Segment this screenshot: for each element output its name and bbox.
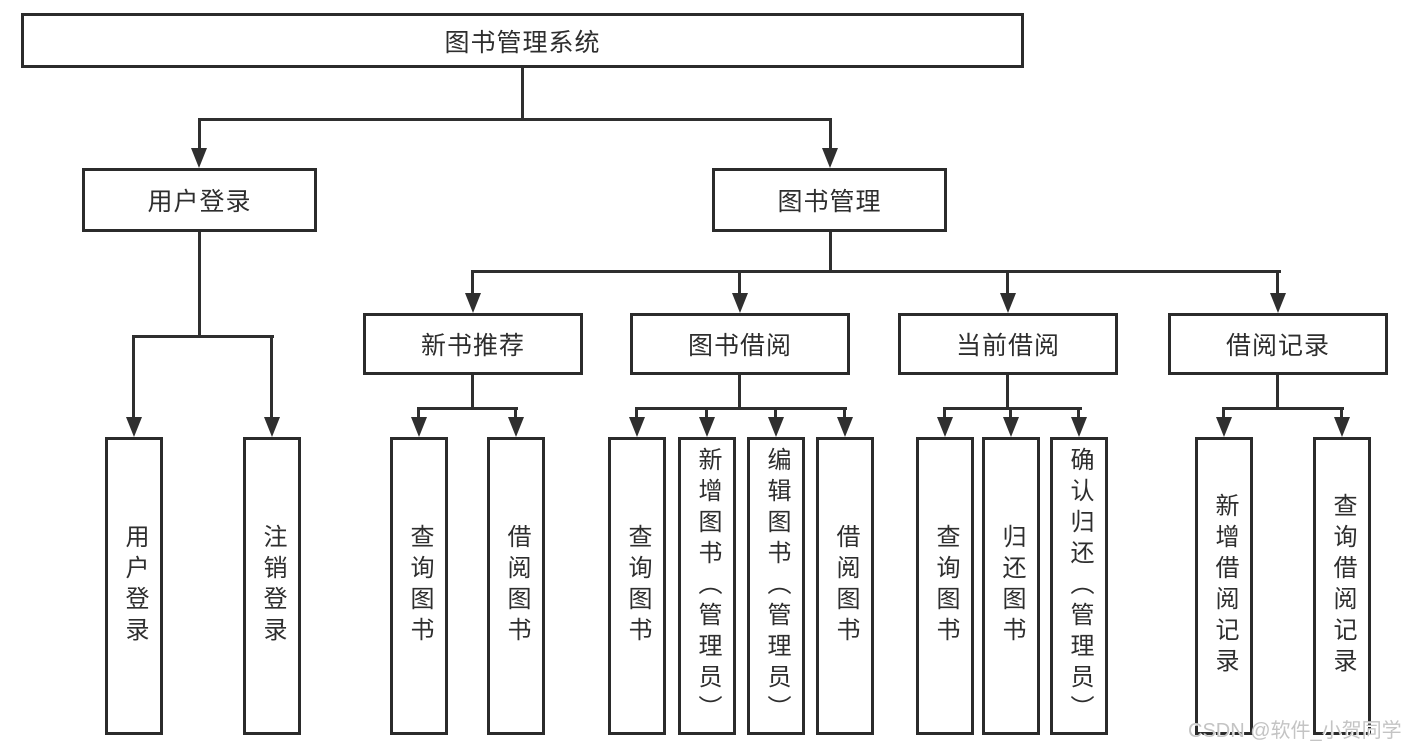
connector-drop bbox=[1077, 407, 1080, 421]
connector-drop bbox=[270, 335, 273, 419]
node-current-borrowing: 当前借阅 bbox=[898, 313, 1118, 375]
leaf-borrow-query-books: 查询图书 bbox=[608, 437, 666, 735]
arrowhead bbox=[699, 417, 715, 437]
arrowhead bbox=[732, 293, 748, 313]
arrowhead bbox=[1270, 293, 1286, 313]
leaf-label: 归还图书 bbox=[998, 524, 1025, 648]
connector-borrow-bus bbox=[635, 407, 847, 410]
leaf-label: 查询借阅记录 bbox=[1329, 493, 1356, 679]
connector-recommend-trunk bbox=[471, 375, 474, 410]
connector-drop bbox=[1006, 270, 1009, 295]
leaf-user-login: 用户登录 bbox=[105, 437, 163, 735]
leaf-label: 查询图书 bbox=[932, 524, 959, 648]
connector-drop bbox=[774, 407, 777, 421]
leaf-current-query-books: 查询图书 bbox=[916, 437, 974, 735]
node-label: 图书管理 bbox=[777, 188, 882, 216]
arrowhead bbox=[126, 417, 142, 437]
connector-current-trunk bbox=[1006, 375, 1009, 410]
connector-records-bus bbox=[1222, 407, 1344, 410]
connector-drop bbox=[1276, 270, 1279, 295]
connector-login-bus bbox=[133, 335, 274, 338]
connector-drop bbox=[471, 270, 474, 295]
connector-drop bbox=[843, 407, 846, 421]
node-borrowing-records: 借阅记录 bbox=[1168, 313, 1388, 375]
arrowhead bbox=[465, 293, 481, 313]
connector-drop bbox=[514, 407, 517, 421]
connector-drop bbox=[1340, 407, 1343, 421]
leaf-recommend-query-books: 查询图书 bbox=[390, 437, 448, 735]
connector-drop bbox=[1009, 407, 1012, 421]
connector-borrow-trunk bbox=[738, 375, 741, 410]
arrowhead bbox=[191, 148, 207, 168]
connector-drop bbox=[705, 407, 708, 421]
leaf-label: 用户登录 bbox=[121, 524, 148, 648]
connector-drop bbox=[635, 407, 638, 421]
node-label: 借阅记录 bbox=[1225, 332, 1330, 360]
connector-drop bbox=[829, 118, 832, 150]
connector-recommend-bus bbox=[417, 407, 518, 410]
node-new-book-recommendation: 新书推荐 bbox=[363, 313, 583, 375]
arrowhead bbox=[411, 417, 427, 437]
csdn-watermark: CSDN @软件_小贺同学 bbox=[1188, 720, 1402, 742]
arrowhead bbox=[837, 417, 853, 437]
arrowhead bbox=[937, 417, 953, 437]
leaf-recommend-borrow-books: 借阅图书 bbox=[487, 437, 545, 735]
connector-login-trunk bbox=[198, 232, 201, 335]
connector-root-trunk bbox=[521, 68, 524, 118]
arrowhead bbox=[1071, 417, 1087, 437]
leaf-borrow-edit-books-admin: 编辑图书（管理员） bbox=[747, 437, 805, 735]
arrowhead bbox=[508, 417, 524, 437]
leaf-label: 借阅图书 bbox=[503, 524, 530, 648]
leaf-borrow-add-books-admin: 新增图书（管理员） bbox=[678, 437, 736, 735]
leaf-records-query-record: 查询借阅记录 bbox=[1313, 437, 1371, 735]
node-label: 新书推荐 bbox=[420, 332, 525, 360]
arrowhead bbox=[1334, 417, 1350, 437]
leaf-borrow-borrow-books: 借阅图书 bbox=[816, 437, 874, 735]
leaf-label: 注销登录 bbox=[259, 524, 286, 648]
connector-level2-bus bbox=[198, 118, 832, 121]
leaf-label: 新增借阅记录 bbox=[1211, 493, 1238, 679]
leaf-logout: 注销登录 bbox=[243, 437, 301, 735]
node-label: 当前借阅 bbox=[955, 332, 1060, 360]
connector-drop bbox=[1222, 407, 1225, 421]
connector-drop bbox=[417, 407, 420, 421]
leaf-label: 编辑图书（管理员） bbox=[763, 446, 790, 726]
node-user-login: 用户登录 bbox=[82, 168, 317, 232]
connector-drop bbox=[943, 407, 946, 421]
node-book-management: 图书管理 bbox=[712, 168, 947, 232]
leaf-label: 新增图书（管理员） bbox=[694, 446, 721, 726]
leaf-label: 查询图书 bbox=[406, 524, 433, 648]
connector-drop bbox=[132, 335, 135, 419]
leaf-current-confirm-return-admin: 确认归还（管理员） bbox=[1050, 437, 1108, 735]
arrowhead bbox=[264, 417, 280, 437]
arrowhead bbox=[768, 417, 784, 437]
arrowhead bbox=[629, 417, 645, 437]
connector-current-bus bbox=[943, 407, 1082, 410]
connector-drop bbox=[198, 118, 201, 150]
node-label: 图书借阅 bbox=[687, 332, 792, 360]
leaf-current-return-books: 归还图书 bbox=[982, 437, 1040, 735]
connector-drop bbox=[738, 270, 741, 295]
node-book-borrowing: 图书借阅 bbox=[630, 313, 850, 375]
leaf-label: 借阅图书 bbox=[832, 524, 859, 648]
arrowhead bbox=[822, 148, 838, 168]
node-label: 用户登录 bbox=[147, 188, 252, 216]
leaf-label: 确认归还（管理员） bbox=[1066, 446, 1093, 726]
arrowhead bbox=[1003, 417, 1019, 437]
arrowhead bbox=[1000, 293, 1016, 313]
leaf-label: 查询图书 bbox=[624, 524, 651, 648]
node-label: 图书管理系统 bbox=[444, 28, 601, 57]
connector-management-trunk bbox=[829, 232, 832, 273]
node-book-management-system: 图书管理系统 bbox=[21, 13, 1024, 68]
leaf-records-add-record: 新增借阅记录 bbox=[1195, 437, 1253, 735]
connector-level3-bus bbox=[471, 270, 1281, 273]
arrowhead bbox=[1216, 417, 1232, 437]
connector-records-trunk bbox=[1276, 375, 1279, 410]
